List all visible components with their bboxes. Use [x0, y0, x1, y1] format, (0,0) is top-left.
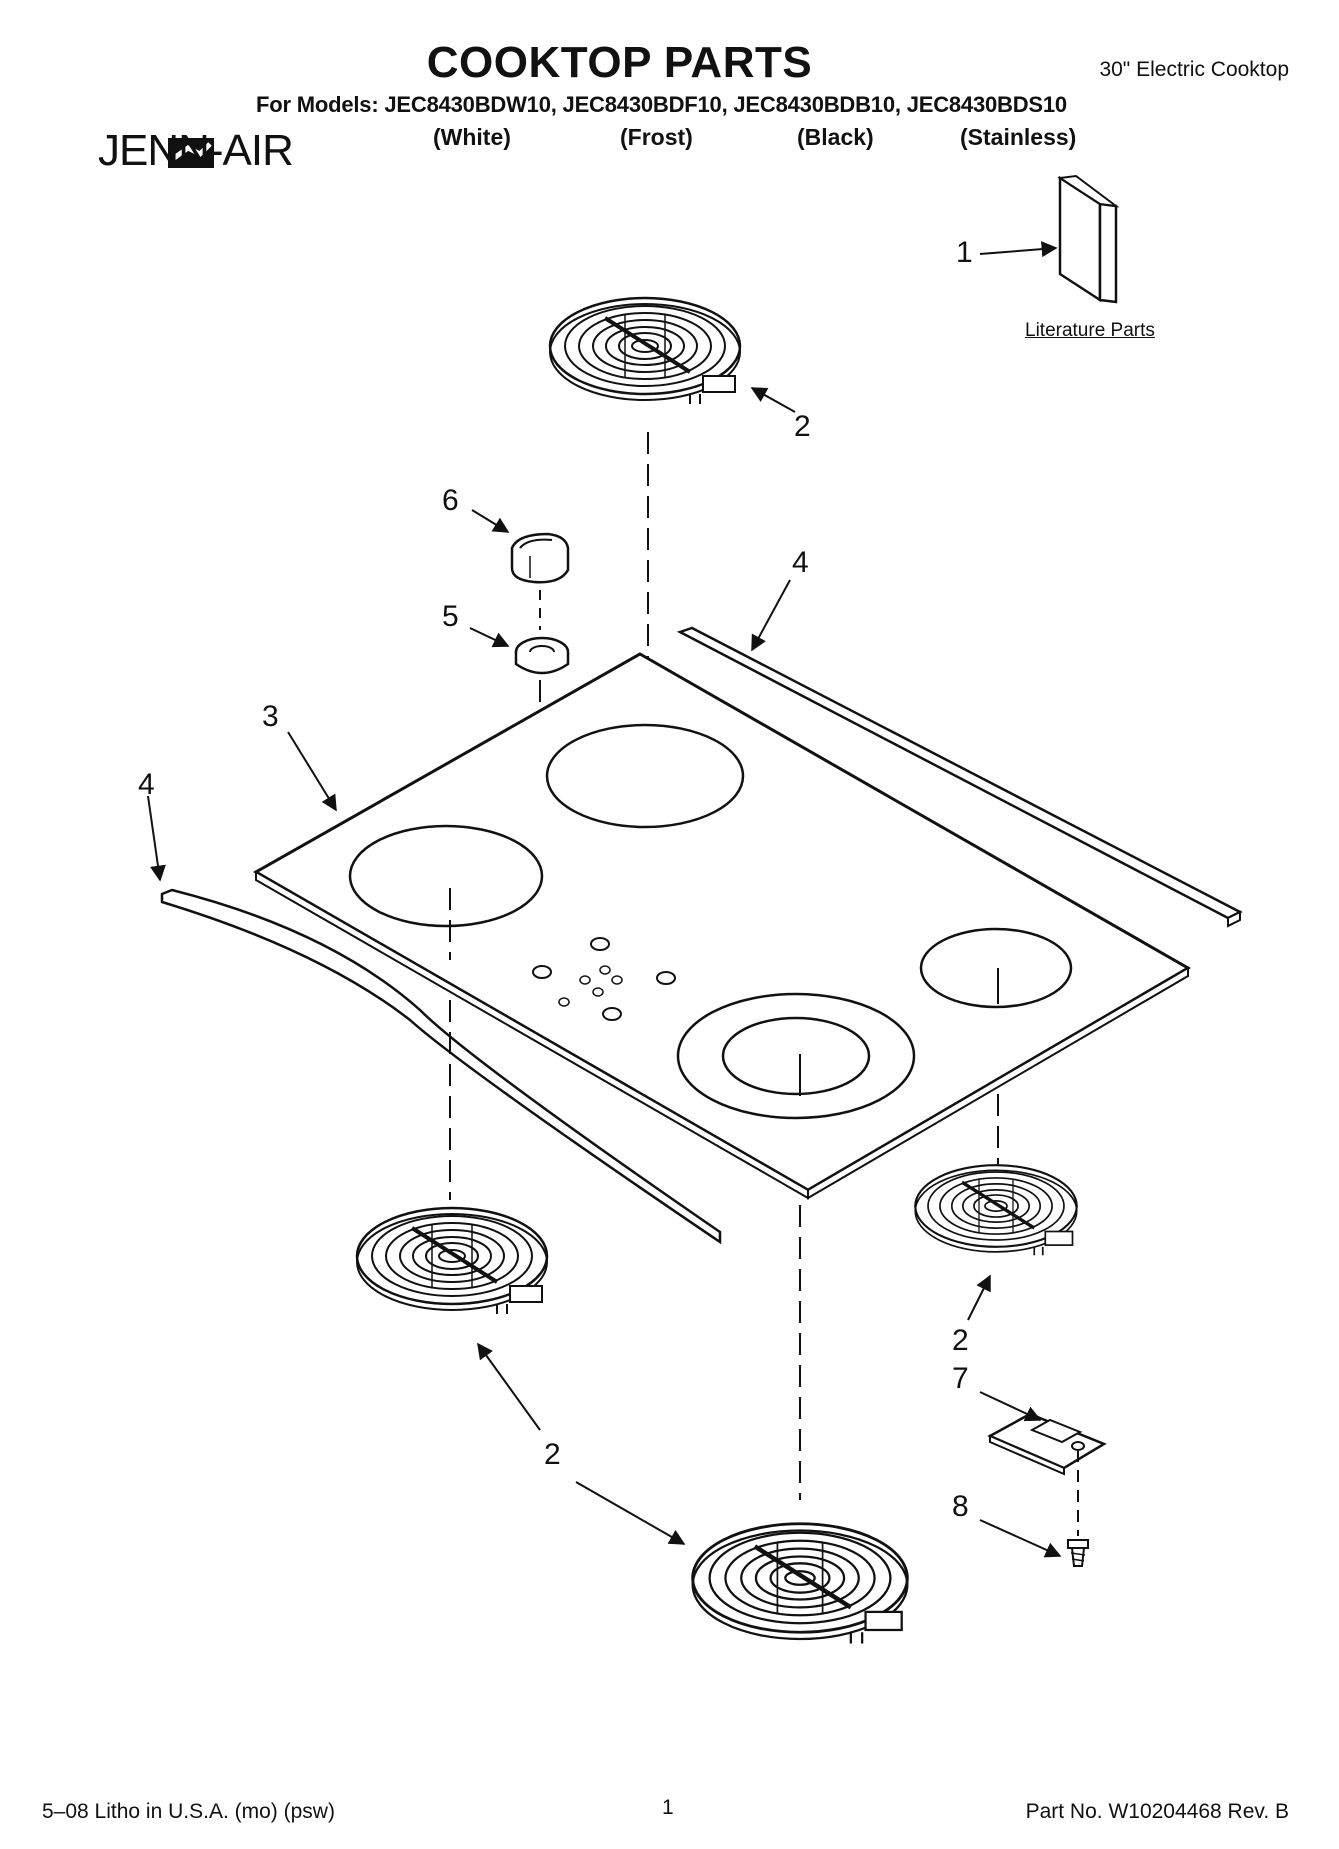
callout-bracket: 7	[952, 1362, 969, 1395]
mounting-screw-icon	[1067, 1539, 1089, 1567]
callout-element-bottom-left: 2	[544, 1438, 561, 1471]
color-stainless: (Stainless)	[960, 124, 1077, 150]
callout-trim-left: 4	[138, 768, 155, 801]
surface-element-right-icon	[913, 1163, 1079, 1258]
knob-grommet-icon	[514, 636, 570, 675]
brand-logo-icon	[168, 138, 214, 168]
trim-strip-left-icon	[160, 888, 722, 1245]
surface-element-left-icon	[355, 1206, 549, 1316]
callout-trim-top: 4	[792, 546, 809, 579]
callout-element-top: 2	[794, 410, 811, 443]
surface-element-top-icon	[548, 296, 742, 406]
mounting-bracket-icon	[987, 1412, 1107, 1476]
cooktop-glass-icon	[252, 652, 1191, 1200]
page-number: 1	[662, 1796, 674, 1819]
callout-cooktop: 3	[262, 700, 279, 733]
page-subtitle: 30" Electric Cooktop	[1099, 58, 1289, 81]
callout-literature: 1	[956, 236, 973, 269]
literature-parts-label: Literature Parts	[1025, 320, 1155, 341]
color-black: (Black)	[797, 124, 874, 150]
part-number: Part No. W10204468 Rev. B	[1025, 1800, 1289, 1823]
surface-element-bottom-icon	[693, 1524, 908, 1644]
callout-screw: 8	[952, 1490, 969, 1523]
control-knob-icon	[510, 532, 570, 584]
color-white: (White)	[433, 124, 511, 150]
footer-print-info: 5–08 Litho in U.S.A. (mo) (psw)	[42, 1800, 335, 1823]
model-list: For Models: JEC8430BDW10, JEC8430BDF10, …	[256, 92, 1067, 117]
trim-strip-top-icon	[676, 626, 1243, 928]
page-title: COOKTOP PARTS	[426, 38, 813, 87]
callout-element-right: 2	[952, 1324, 969, 1357]
callout-knob: 6	[442, 484, 459, 517]
literature-part-icon	[1057, 174, 1120, 304]
color-frost: (Frost)	[620, 124, 693, 150]
callout-grommet: 5	[442, 600, 459, 633]
brand-name: JENN-AIR	[98, 126, 294, 175]
